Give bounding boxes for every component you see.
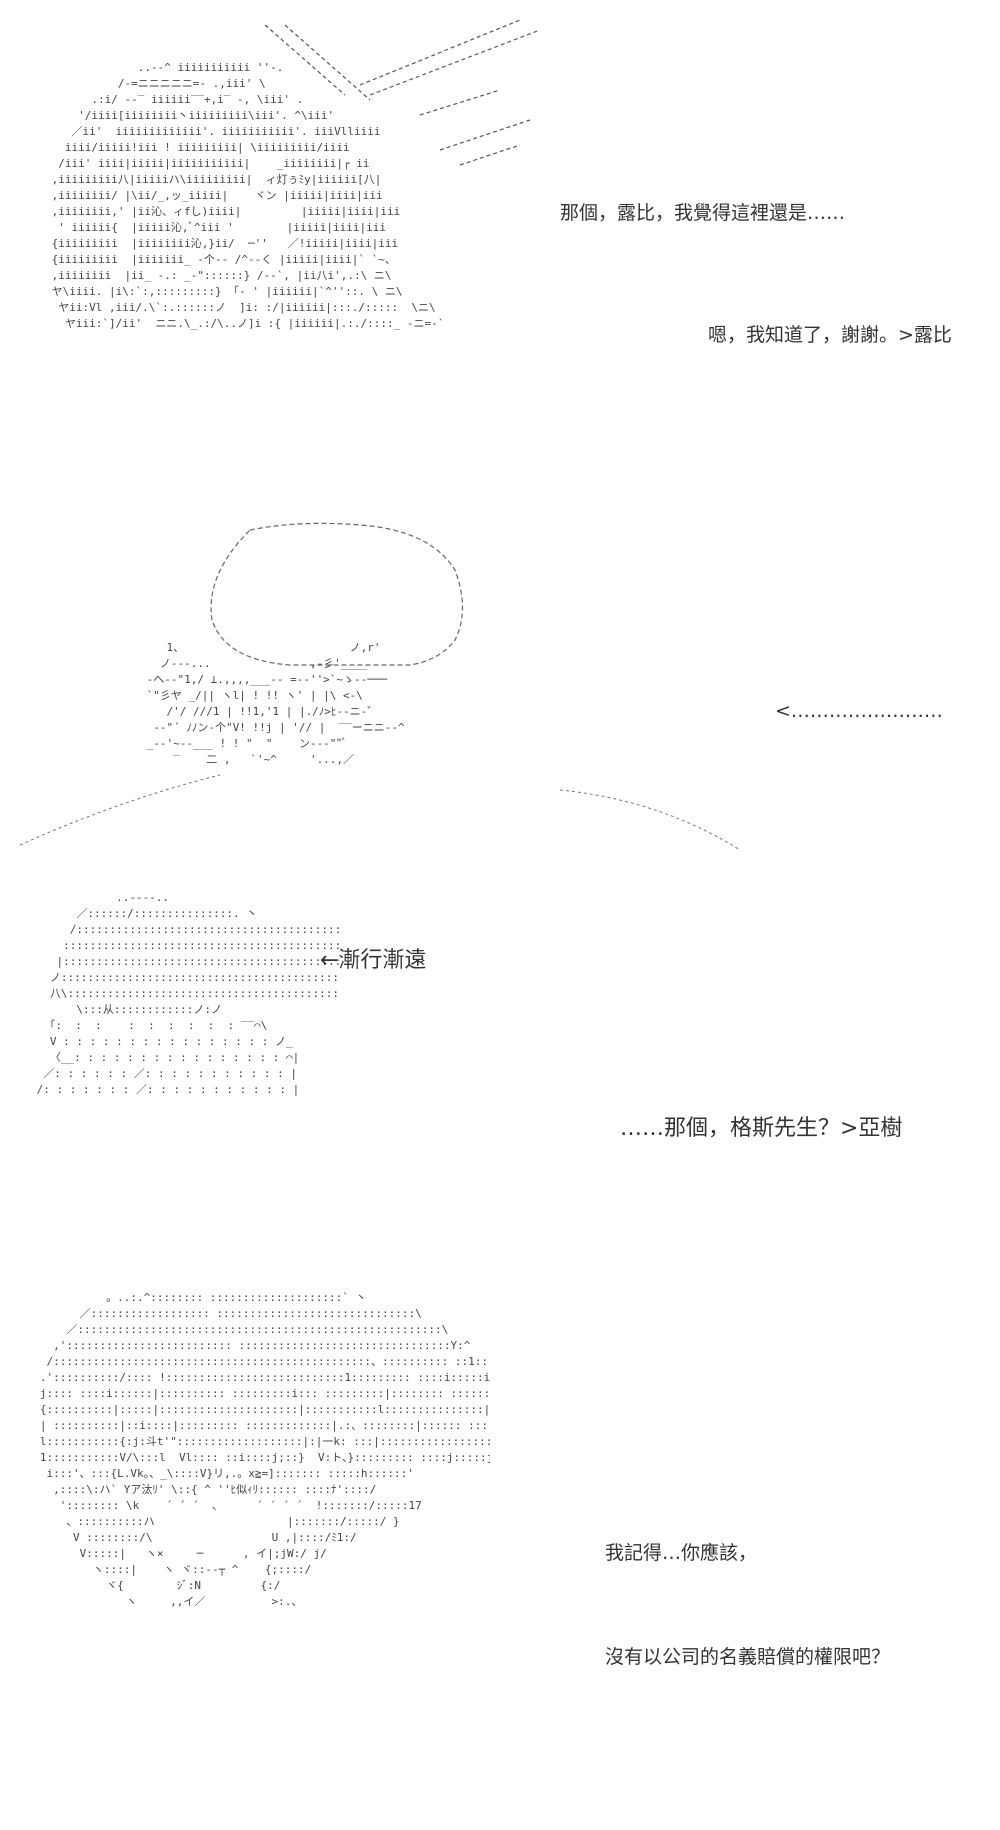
- aa-gus-bowing: 1、 ノ,r' ノ-‐-... ,-彡'____ -ヘ--"1,/ ⊥.,,,,…: [146, 641, 405, 766]
- dialogue-panel4-2: 沒有以公司的名義賠償的權限吧？: [605, 1646, 891, 1668]
- dialogue-panel2-1: <……………………: [775, 700, 943, 722]
- dialogue-panel1-1: 那個，露比，我覺得這裡還是……: [560, 202, 846, 224]
- panel-2: 1、 ノ,r' ノ-‐-... ,-彡'____ -ヘ--"1,/ ⊥.,,,,…: [0, 500, 1000, 870]
- aa-aki-face: 。..:.^:::::::: ::::::::::::::::::::` 丶 ／…: [39, 1291, 490, 1608]
- dialogue-panel1-2: 嗯，我知道了，謝謝。>露比: [708, 324, 952, 346]
- dialogue-panel4-1: 我記得…你應該，: [605, 1542, 758, 1564]
- panel-3: ..--‐‐.. ／::::::/:::::::::::::::. 丶 /:::…: [0, 870, 1000, 1280]
- rain-streaks: [264, 19, 541, 166]
- gus-head-outline: [19, 522, 741, 851]
- panel-4: 。..:.^:::::::: ::::::::::::::::::::` 丶 ／…: [0, 1280, 1000, 1830]
- panel-1: ..--^ iiiiiiiiiii ''-. /-=ニニニニニ=- .,iii'…: [0, 0, 1000, 500]
- aa-aki-back: ..--‐‐.. ／::::::/:::::::::::::::. 丶 /:::…: [36, 891, 340, 1096]
- arrow-note-drifting-away: ←漸行漸遠: [320, 948, 427, 973]
- dialogue-panel3-1: ……那個，格斯先生？>亞樹: [620, 1116, 903, 1141]
- aa-ruby-back: ..--^ iiiiiiiiiii ''-. /-=ニニニニニ=- .,iii'…: [51, 61, 445, 330]
